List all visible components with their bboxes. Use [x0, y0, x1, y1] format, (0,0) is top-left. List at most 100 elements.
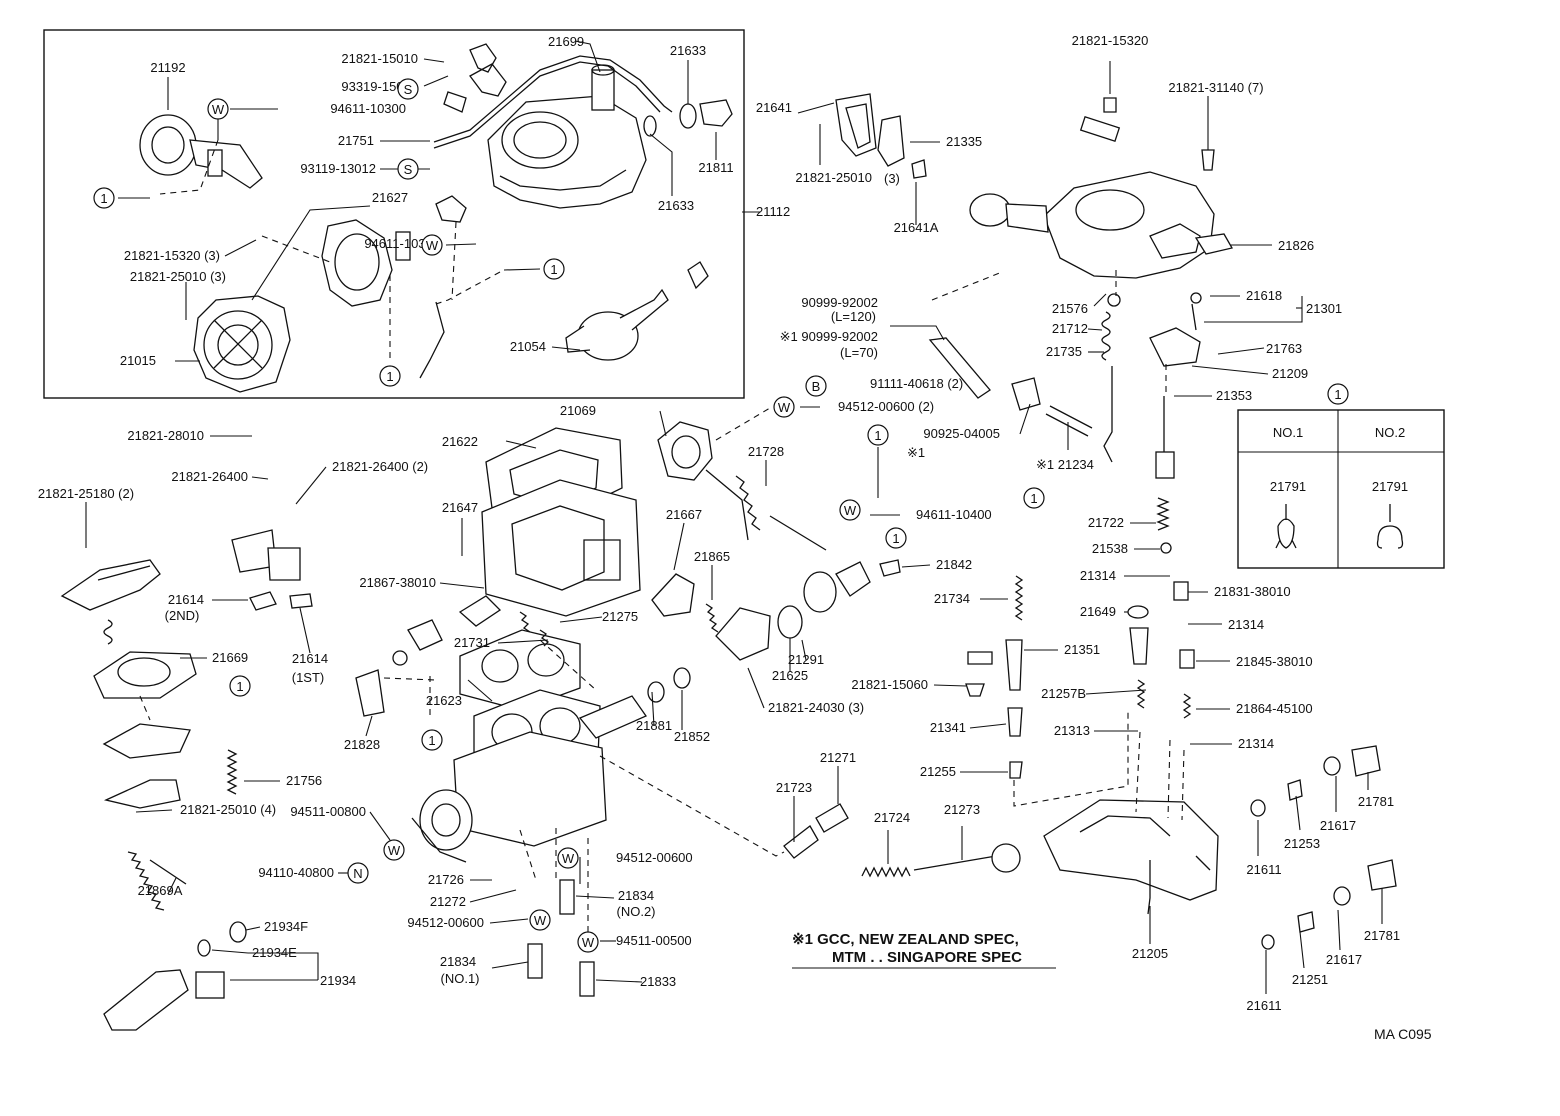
ref-symbol-text: W	[778, 400, 791, 415]
legend-table: 1 NO.1 NO.2 21791 21791	[1237, 383, 1445, 569]
clip-no1-icon	[1275, 504, 1297, 549]
callout-label: 21821-26400	[171, 469, 248, 484]
ref-symbol-text: 1	[892, 531, 899, 546]
ref-symbol-w-icon: W	[207, 98, 229, 120]
ref-symbol-circle	[207, 98, 229, 120]
callout-label: 21257B	[1041, 686, 1086, 701]
callout-label: 21313	[1054, 723, 1090, 738]
ref-symbol-circle	[867, 424, 889, 446]
ref-symbol-text: 1	[428, 733, 435, 748]
ref-symbol-b-icon: B	[805, 375, 827, 397]
part-callouts: 2119221821-1501093319-1501094611-1030021…	[38, 33, 1400, 1013]
callout-label: 21724	[874, 810, 910, 825]
ref-symbol-text: 1	[386, 369, 393, 384]
callout-label: 21351	[1064, 642, 1100, 657]
ref-symbol-text: W	[582, 935, 595, 950]
ref-symbol-circle	[529, 909, 551, 931]
ref-symbol-w-icon: W	[577, 931, 599, 953]
callout-label: 21054	[510, 339, 546, 354]
callout-label: 21751	[338, 133, 374, 148]
callout-label: 21821-28010	[127, 428, 204, 443]
ref-symbol-circle	[421, 234, 443, 256]
ref-symbol-one-icon: 1	[1023, 487, 1045, 509]
air-horn-drawing	[487, 64, 647, 209]
ref-symbol-one-icon: 1	[93, 187, 115, 209]
callout-label: 21934	[320, 973, 356, 988]
callout-label: 21647	[442, 500, 478, 515]
callout-label: 21209	[1272, 366, 1308, 381]
callout-label: 21641A	[894, 220, 939, 235]
callout-label: 21821-25010 (4)	[180, 802, 276, 817]
callout-label: 21667	[666, 507, 702, 522]
callout-label: (2ND)	[165, 608, 200, 623]
callout-label: 21015	[120, 353, 156, 368]
callout-label: 21622	[442, 434, 478, 449]
spec-note-line1: ※1 GCC, NEW ZEALAND SPEC,	[792, 931, 1019, 948]
ref-symbol-circle	[421, 729, 443, 751]
ref-symbol-one-icon: 1	[421, 729, 443, 751]
callout-label: 21627	[372, 190, 408, 205]
callout-label: 21611	[1246, 998, 1281, 1013]
callout-label: 94512-00600	[616, 850, 693, 865]
callout-label: 21845-38010	[1236, 654, 1313, 669]
ref-symbol-text: W	[534, 913, 547, 928]
ref-symbol-text: W	[426, 238, 439, 253]
callout-label: 21538	[1092, 541, 1128, 556]
callout-label: (NO.1)	[441, 971, 480, 986]
callout-label: 21763	[1266, 341, 1302, 356]
callout-label: 21649	[1080, 604, 1116, 619]
legend-col1-part: 21791	[1270, 479, 1306, 494]
ref-symbol-text: W	[844, 503, 857, 518]
callout-label: 90999-92002	[801, 295, 878, 310]
callout-label: 21826	[1278, 238, 1314, 253]
main-body-drawing	[969, 171, 1233, 279]
ref-symbol-w-icon: W	[839, 499, 861, 521]
ref-symbol-circle	[885, 527, 907, 549]
callout-label: 21735	[1046, 344, 1082, 359]
callout-label: 21723	[776, 780, 812, 795]
callout-label: 21934F	[264, 919, 308, 934]
callout-label: 21828	[344, 737, 380, 752]
callout-label: 21833	[640, 974, 676, 989]
callout-label: 21611	[1246, 862, 1281, 877]
callout-label: 21272	[430, 894, 466, 909]
callout-label: 94511-00500	[616, 933, 692, 948]
legend-col2-header: NO.2	[1375, 425, 1405, 440]
callout-label: 21821-25180 (2)	[38, 486, 134, 501]
callout-label: 21633	[658, 198, 694, 213]
leader-lines	[85, 40, 1383, 994]
callout-label: 21781	[1364, 928, 1400, 943]
ref-symbol-circle	[1023, 487, 1045, 509]
ref-symbol-circle	[397, 78, 419, 100]
ref-symbol-text: S	[404, 82, 413, 97]
callout-label: 21353	[1216, 388, 1252, 403]
ref-symbol-text: N	[353, 866, 362, 881]
clip-no2-icon	[1376, 504, 1404, 549]
choke-ring-drawing	[321, 219, 411, 307]
subassembly-frame	[43, 29, 745, 399]
callout-label: (1ST)	[292, 670, 325, 685]
ref-symbol-w-icon: W	[557, 847, 579, 869]
callout-label: 21341	[930, 720, 966, 735]
ref-symbol-one-icon: 1	[229, 675, 251, 697]
callout-label: 21633	[670, 43, 706, 58]
ref-symbol-text: W	[388, 843, 401, 858]
callout-label: 21112	[756, 204, 790, 219]
callout-label: 21255	[920, 764, 956, 779]
callout-label: 90925-04005	[923, 426, 1000, 441]
callout-label: 21722	[1088, 515, 1124, 530]
spec-note: ※1 GCC, NEW ZEALAND SPEC, MTM . . SINGAP…	[792, 931, 1056, 969]
ref-symbol-w-icon: W	[529, 909, 551, 931]
callout-label: 21641	[756, 100, 792, 115]
callout-label: (3)	[884, 171, 900, 186]
callout-label: 21291	[788, 652, 824, 667]
ref-symbol-text: 1	[1030, 491, 1037, 506]
callout-label: 21821-24030 (3)	[768, 700, 864, 715]
callout-label: 21731	[454, 635, 490, 650]
callout-label: 21842	[936, 557, 972, 572]
callout-label: 94511-00800	[290, 804, 366, 819]
callout-label: 21934E	[252, 945, 297, 960]
ref-symbol-n-icon: N	[347, 862, 369, 884]
